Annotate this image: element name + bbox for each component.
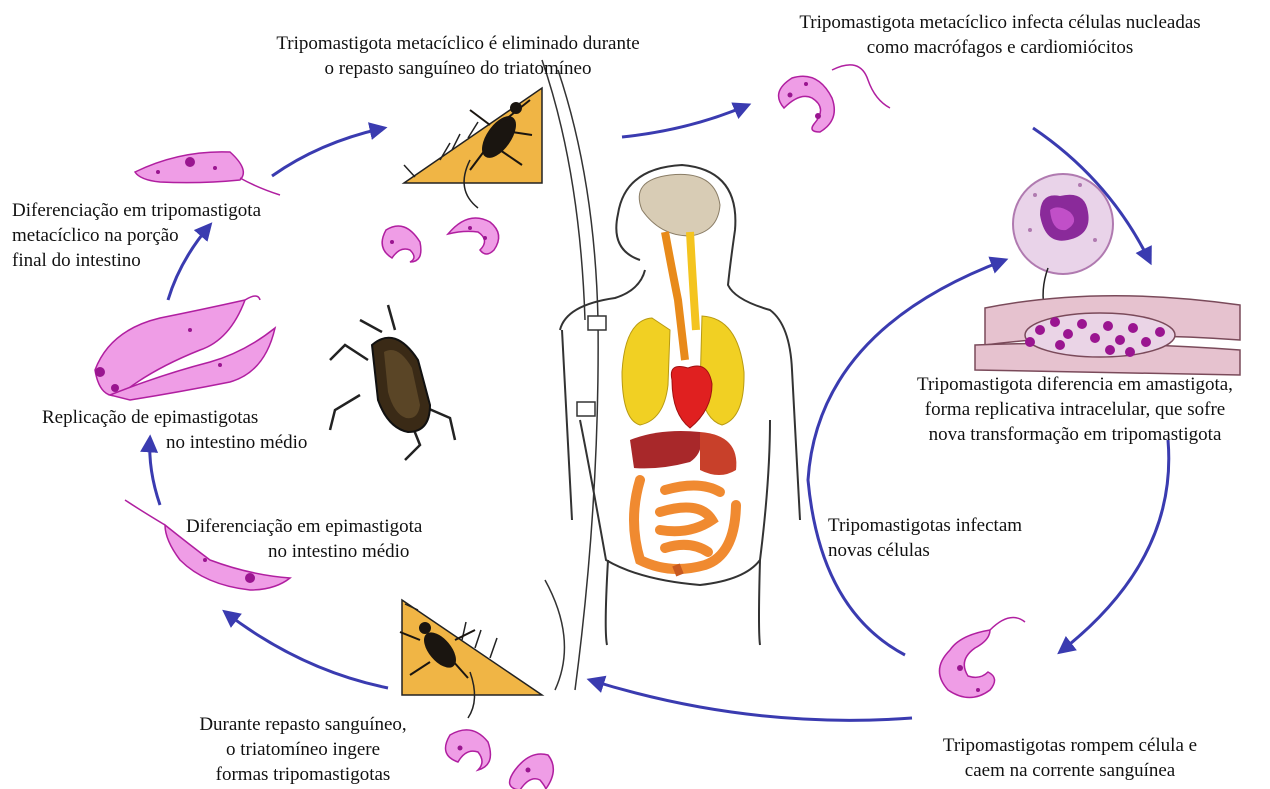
label-eliminated-line1: Tripomastigota metacíclico é eliminado d… — [268, 31, 648, 56]
brain — [639, 174, 720, 236]
label-infects-line1: Tripomastigota metacíclico infecta célul… — [780, 10, 1220, 35]
label-ingests: Durante repasto sanguíneo, o triatomíneo… — [178, 712, 428, 787]
label-diff-tripo: Diferenciação em tripomastigota metacícl… — [12, 198, 292, 273]
label-diff-tripo-line3: final do intestino — [12, 248, 292, 273]
label-infect-new-line2: novas células — [828, 538, 1028, 563]
label-amastigote-line3: nova transformação em tripomastigota — [895, 422, 1255, 447]
label-eliminated-line2: o repasto sanguíneo do triatomíneo — [268, 56, 648, 81]
epimastigotes-replicating — [95, 296, 275, 400]
triatomine-bug-large — [330, 305, 455, 460]
label-ingests-line1: Durante repasto sanguíneo, — [178, 712, 428, 737]
label-infects: Tripomastigota metacíclico infecta célul… — [780, 10, 1220, 60]
label-infect-new: Tripomastigotas infectam novas células — [828, 513, 1028, 563]
label-replication-line2: no intestino médio — [42, 430, 342, 455]
tripomastigote-bloodstream — [939, 618, 1025, 698]
label-rupture: Tripomastigotas rompem célula e caem na … — [915, 733, 1225, 783]
zoom-box-lower — [577, 402, 595, 416]
macrophage-cell — [1013, 174, 1113, 312]
arrow-rupture-to-bug — [590, 680, 912, 720]
arrow-bug-to-human — [622, 105, 748, 137]
arrow-cells-to-rupture — [1060, 440, 1169, 652]
label-amastigote-line1: Tripomastigota diferencia em amastigota, — [895, 372, 1255, 397]
label-eliminated: Tripomastigota metacíclico é eliminado d… — [268, 31, 648, 81]
metacyclic-tripomastigote — [135, 152, 280, 195]
liver — [630, 431, 701, 468]
label-amastigote: Tripomastigota diferencia em amastigota,… — [895, 372, 1255, 447]
arrow-bug-to-epimastigote — [225, 612, 388, 688]
label-replication-line1: Replicação de epimastigotas — [42, 405, 342, 430]
label-diff-tripo-line1: Diferenciação em tripomastigota — [12, 198, 292, 223]
tripomastigotes-ingested — [446, 730, 554, 789]
arrow-to-bug-top — [272, 128, 384, 176]
label-diff-epi-line2: no intestino médio — [186, 539, 476, 564]
label-infects-line2: como macrófagos e cardiomiócitos — [780, 35, 1220, 60]
label-replication: Replicação de epimastigotas no intestino… — [42, 405, 342, 455]
intestines — [634, 480, 736, 569]
label-rupture-line2: caem na corrente sanguínea — [915, 758, 1225, 783]
label-diff-epi-line1: Diferenciação em epimastigota — [186, 514, 476, 539]
arrow-reinfect — [808, 260, 1005, 655]
label-diff-epi: Diferenciação em epimastigota no intesti… — [186, 514, 476, 564]
zoom-box-upper — [588, 316, 606, 330]
label-ingests-line3: formas tripomastigotas — [178, 762, 428, 787]
tripomastigote-infecting — [779, 65, 890, 132]
label-amastigote-line2: forma replicativa intracelular, que sofr… — [895, 397, 1255, 422]
skin-bite-bottom — [400, 600, 542, 718]
skin-bite-top — [404, 88, 542, 208]
label-ingests-line2: o triatomíneo ingere — [178, 737, 428, 762]
tripomastigotes-eliminated — [382, 218, 499, 262]
human-body — [542, 60, 800, 690]
label-rupture-line1: Tripomastigotas rompem célula e — [915, 733, 1225, 758]
label-diff-tripo-line2: metacíclico na porção — [12, 223, 292, 248]
label-infect-new-line1: Tripomastigotas infectam — [828, 513, 1028, 538]
muscle-tissue — [975, 296, 1240, 375]
left-lung — [622, 318, 670, 425]
stomach — [700, 432, 736, 475]
heart — [671, 366, 712, 428]
